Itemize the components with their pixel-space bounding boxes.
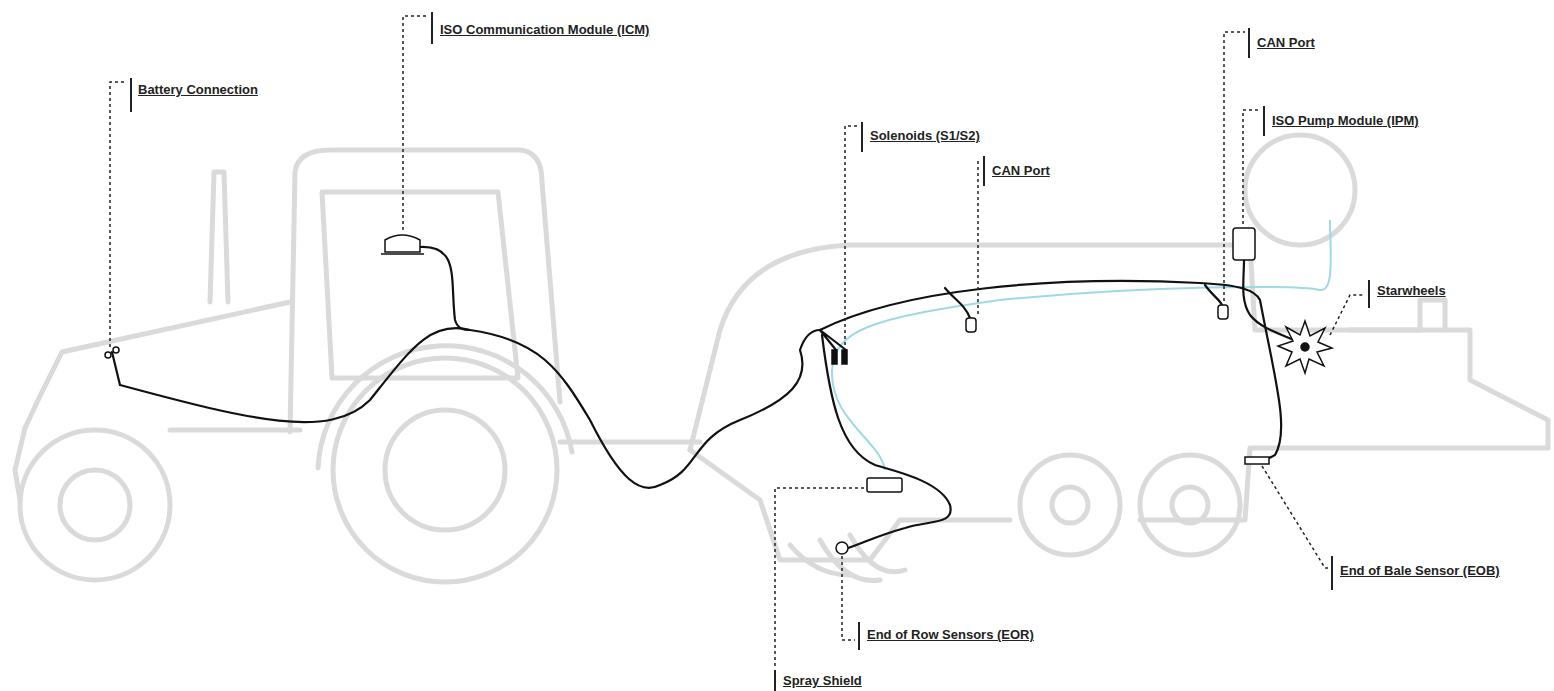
spray-hose bbox=[832, 220, 1331, 470]
callout-label: End of Bale Sensor (EOB) bbox=[1340, 563, 1500, 578]
spray-shield bbox=[867, 478, 902, 492]
callout-label: Spray Shield bbox=[783, 673, 862, 688]
icm-module bbox=[385, 235, 420, 252]
pump-module bbox=[1233, 228, 1255, 260]
starwheel-hub bbox=[1301, 343, 1309, 351]
callout-label: ISO Communication Module (ICM) bbox=[440, 22, 649, 37]
callout-label: Solenoids (S1/S2) bbox=[870, 128, 980, 143]
solenoid bbox=[832, 350, 837, 364]
icm-base bbox=[381, 253, 424, 255]
can-port bbox=[966, 318, 976, 332]
machine-outline bbox=[15, 135, 1548, 582]
leader-brackets bbox=[131, 12, 1369, 691]
solenoid bbox=[842, 350, 847, 364]
leader-lines bbox=[110, 16, 1365, 668]
battery-terminal bbox=[105, 352, 111, 358]
callout-label: CAN Port bbox=[1257, 35, 1315, 50]
callout-label: Battery Connection bbox=[138, 82, 258, 97]
wiring-harness bbox=[112, 247, 1300, 548]
can-port bbox=[1218, 305, 1228, 319]
callout-label: ISO Pump Module (IPM) bbox=[1272, 113, 1419, 128]
end-of-row-sensor bbox=[836, 542, 848, 554]
callout-label: CAN Port bbox=[992, 163, 1050, 178]
harness-components bbox=[105, 228, 1332, 554]
starwheel bbox=[1278, 321, 1332, 373]
end-of-bale-sensor bbox=[1245, 457, 1269, 464]
callout-label: End of Row Sensors (EOR) bbox=[867, 627, 1034, 642]
callout-label: Starwheels bbox=[1377, 283, 1446, 298]
battery-terminal bbox=[113, 347, 119, 353]
